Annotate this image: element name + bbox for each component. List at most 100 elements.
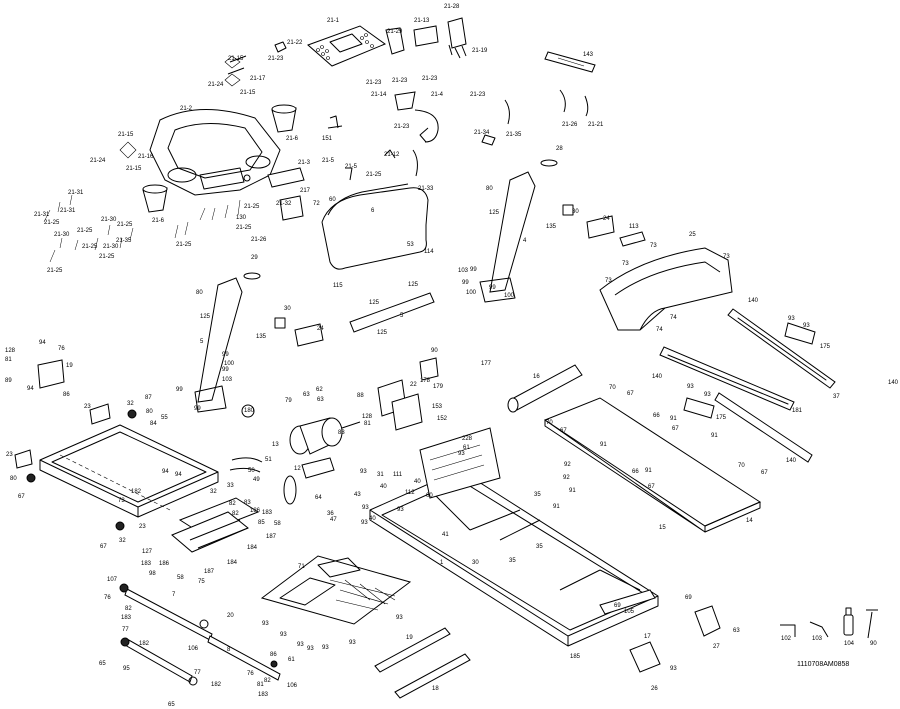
part-callout: 135 <box>546 224 557 230</box>
part-callout: 32 <box>119 538 126 544</box>
console-housing <box>149 108 281 196</box>
part-callout: 186 <box>159 561 170 567</box>
part-callout: 21-30 <box>103 244 119 250</box>
part-callout: 21-17 <box>250 76 266 82</box>
part-callout: 103 <box>458 268 469 274</box>
part-callout: 67 <box>560 428 567 434</box>
part-callout: 91 <box>569 488 576 494</box>
part-callout: 151 <box>322 136 333 142</box>
part-callout: 21-24 <box>90 158 106 164</box>
part-callout: 6 <box>371 208 375 214</box>
part-callout: 5 <box>400 313 404 319</box>
part-callout: 28 <box>556 146 563 152</box>
part-callout: 61 <box>463 445 470 451</box>
part-callout: 53 <box>407 242 414 248</box>
part-callout: 21-12 <box>384 152 400 158</box>
part-callout: 69 <box>685 595 692 601</box>
part-callout: 23 <box>139 524 146 530</box>
incline-frame <box>171 497 260 553</box>
part-callout: 67 <box>672 426 679 432</box>
part-callout: 21-26 <box>251 237 267 243</box>
part-callout: 81 <box>364 421 371 427</box>
part-callout: 21-13 <box>414 18 430 24</box>
part-callout: 67 <box>648 484 655 490</box>
console-small-parts <box>227 17 589 221</box>
part-callout: 113 <box>629 224 639 230</box>
console-display-panel <box>307 25 387 67</box>
part-callout: 27 <box>713 644 720 650</box>
part-callout: 24 <box>317 326 324 332</box>
part-callout: 71 <box>298 564 305 570</box>
part-callout: 13 <box>272 442 279 448</box>
part-callout: 21-23 <box>470 92 486 98</box>
part-callout: 70 <box>738 463 745 469</box>
part-callout: 21-25 <box>99 254 115 260</box>
belt-and-pulley <box>229 404 335 505</box>
part-callout: 15 <box>659 525 666 531</box>
part-callout: 21-31 <box>60 208 76 214</box>
part-callout: 67 <box>761 470 768 476</box>
part-callout: 36 <box>327 511 334 517</box>
part-callout: 94 <box>39 340 46 346</box>
part-callout: 26 <box>651 686 658 692</box>
part-callout: 23 <box>6 452 13 458</box>
part-callout: 74 <box>670 315 677 321</box>
part-callout: 80 <box>146 409 153 415</box>
part-callout: 21-32 <box>276 201 292 207</box>
part-callout: 135 <box>256 334 267 340</box>
part-callout: 93 <box>396 615 403 621</box>
part-callout: 63 <box>733 628 740 634</box>
part-callout: 30 <box>284 306 291 312</box>
part-callout: 21-6 <box>286 136 299 142</box>
part-callout: 21-23 <box>366 80 382 86</box>
part-callout: 37 <box>833 394 840 400</box>
belt-strip-37 <box>714 392 813 463</box>
part-callout: 84 <box>150 421 157 427</box>
part-callout: 94 <box>175 472 182 478</box>
deck-strips-18-19 <box>374 627 471 699</box>
part-callout: 76 <box>104 595 111 601</box>
part-callout: 81 <box>5 357 12 363</box>
part-callout: 62 <box>316 387 323 393</box>
drive-motor <box>289 417 361 455</box>
part-callout: 66 <box>653 413 660 419</box>
part-callout: 20 <box>227 613 234 619</box>
console-screws-left <box>43 55 241 263</box>
part-callout: 40 <box>369 516 376 522</box>
part-callout: 50 <box>248 468 255 474</box>
part-callout: 99 <box>176 387 183 393</box>
part-callout: 70 <box>546 420 553 426</box>
part-callout: 21-28 <box>444 4 460 10</box>
part-callout: 183 <box>262 510 273 516</box>
part-callout: 72 <box>313 201 320 207</box>
part-callout: 21-19 <box>472 48 488 54</box>
part-callout: 153 <box>432 404 443 410</box>
axle-8 <box>120 635 281 686</box>
part-callout: 30 <box>572 209 579 215</box>
part-callout: 93 <box>670 666 677 672</box>
part-callout: 125 <box>369 300 380 306</box>
part-callout: 4 <box>523 238 527 244</box>
part-callout: 140 <box>748 298 759 304</box>
part-callout: 127 <box>142 549 153 555</box>
part-callout: 89 <box>5 378 12 384</box>
part-callout: 21-35 <box>506 132 522 138</box>
part-callout: 99 <box>470 267 477 273</box>
part-callout: 32 <box>127 401 134 407</box>
part-callout: 79 <box>285 398 292 404</box>
part-callout: 35 <box>509 558 516 564</box>
part-callout: 93 <box>360 469 367 475</box>
part-callout: 82 <box>232 511 239 517</box>
part-callout: 21-25 <box>44 220 60 226</box>
part-callout: 98 <box>149 571 156 577</box>
part-callout: 60 <box>426 493 433 499</box>
part-callout: 175 <box>716 415 727 421</box>
part-callout: 55 <box>161 415 168 421</box>
part-callout: 1 <box>440 560 444 566</box>
part-callout: 67 <box>627 391 634 397</box>
part-callout: 93 <box>704 392 711 398</box>
part-callout: 17 <box>644 634 651 640</box>
part-callout: 114 <box>424 249 434 255</box>
rear-end-caps <box>599 589 721 673</box>
deck-board <box>543 397 762 533</box>
